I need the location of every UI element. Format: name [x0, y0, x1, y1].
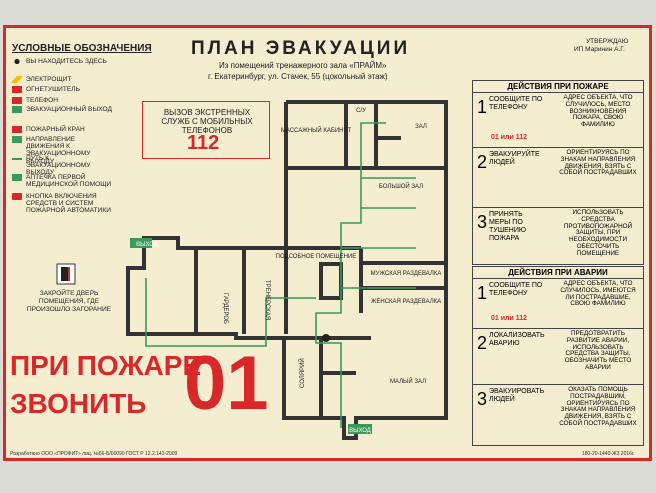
- page-title: ПЛАН ЭВАКУАЦИИ: [191, 38, 411, 59]
- legend-item-label: ВЫ НАХОДИТЕСЬ ЗДЕСЬ: [26, 58, 107, 65]
- electric-panel-icon: [12, 76, 22, 83]
- exit-label-bottom: ВЫХОД: [349, 428, 371, 434]
- step-number: 2: [477, 333, 488, 353]
- room-hall: ЗАЛ: [415, 124, 427, 130]
- legend-item: ПУТЬ К ЭВАКУАЦИОННОМУ ВЫХОДУ: [12, 155, 114, 177]
- step-description: ОРИЕНТИРУЯСЬ ПО ЗНАКАМ НАПРАВЛЕНИЯ ДВИЖЕ…: [559, 149, 637, 177]
- room-coach: ТРЕНЕРСКАЯ: [264, 280, 270, 320]
- step-number: 2: [477, 152, 488, 172]
- first-aid-icon: [12, 174, 22, 181]
- fire-button-icon: [12, 193, 22, 200]
- step-heading: СООБЩИТЕ ПО ТЕЛЕФОНУ: [489, 96, 543, 111]
- step-number: 1: [477, 283, 488, 303]
- step-heading: ЛОКАЛИЗОВАТЬ АВАРИЮ: [489, 332, 545, 347]
- door-note: ЗАКРОЙТЕ ДВЕРЬ ПОМЕЩЕНИЯ, ГДЕ ПРОИЗОШЛО …: [26, 290, 112, 313]
- step-description: АДРЕС ОБЪЕКТА, ЧТО СЛУЧИЛОСЬ, МЕСТО ВОЗН…: [563, 94, 633, 129]
- subtitle-line-1: Из помещений тренажерного зала «ПРАЙМ»: [219, 61, 387, 70]
- stair-icon: [56, 263, 76, 285]
- evacuation-plan-board: УСЛОВНЫЕ ОБОЗНАЧЕНИЯ ВЫ НАХОДИТЕСЬ ЗДЕСЬ…: [3, 25, 652, 461]
- emergency-label: ВЫЗОВ ЭКСТРЕННЫХ СЛУЖБ С МОБИЛЬНЫХ ТЕЛЕФ…: [161, 108, 253, 135]
- legend-item: ПОЖАРНЫЙ КРАН: [12, 126, 114, 133]
- step-heading: ЭВАКУИРУЙТЕ ЛЮДЕЙ: [489, 151, 540, 166]
- legend-item-label: ЭВАКУАЦИОННЫЙ ВЫХОД: [26, 106, 112, 113]
- legend-item-label: ТЕЛЕФОН: [26, 97, 59, 104]
- big-call-number: 01: [184, 341, 269, 426]
- legend-item-label: ЭЛЕКТРОЩИТ: [26, 76, 72, 83]
- legend-item: ТЕЛЕФОН: [12, 97, 114, 104]
- legend-item-label: НАПРАВЛЕНИЕ ДВИЖЕНИЯ К ЭВАКУАЦИОННОМУ ВЫ…: [26, 136, 91, 165]
- extinguisher-icon: [12, 86, 22, 93]
- you-are-here-icon: [12, 58, 22, 65]
- step-phone-numbers: 01 или 112: [491, 315, 528, 322]
- approval-name: ИП Маринин А.Г.: [574, 46, 625, 53]
- big-call-line-2: ЗВОНИТЬ: [10, 388, 147, 419]
- fire-hydrant-icon: [12, 126, 22, 133]
- legend-item: ВЫ НАХОДИТЕСЬ ЗДЕСЬ: [12, 58, 114, 65]
- floor-plan: МАССАЖНЫЙ КАБИНЕТ С/У ЗАЛ БОЛЬШОЙ ЗАЛ ПО…: [126, 100, 448, 440]
- emergency-number: 112: [187, 132, 220, 154]
- legend-item: ЭЛЕКТРОЩИТ: [12, 76, 114, 83]
- step-description: ОКАЗАТЬ ПОМОЩЬ ПОСТРАДАВШИМ, ОРИЕНТИРУЯС…: [559, 386, 637, 427]
- subtitle-line-2: г. Екатеринбург, ул. Стачек, 55 (цокольн…: [208, 72, 388, 81]
- legend-item-label: ПОЖАРНЫЙ КРАН: [26, 126, 85, 133]
- room-solarium: СОЛЯРИЙ: [298, 358, 306, 388]
- step-heading: ПРИНЯТЬ МЕРЫ ПО ТУШЕНИЮ ПОЖАРА: [489, 211, 526, 242]
- exit-icon: [12, 106, 22, 113]
- step-heading: СООБЩИТЕ ПО ТЕЛЕФОНУ: [489, 282, 543, 297]
- footer-left: Разработано ООО «ПРОФИТ» лиц. №66-Б/0009…: [10, 451, 178, 457]
- legend-item-label: КНОПКА ВКЛЮЧЕНИЯ СРЕДСТВ И СИСТЕМ ПОЖАРН…: [26, 193, 112, 215]
- approval-title: УТВЕРЖДАЮ: [586, 38, 629, 45]
- big-call-line-1: ПРИ ПОЖАРЕ: [10, 350, 202, 381]
- legend-item: КНОПКА ВКЛЮЧЕНИЯ СРЕДСТВ И СИСТЕМ ПОЖАРН…: [12, 193, 114, 215]
- legend-item-label: ОГНЕТУШИТЕЛЬ: [26, 86, 80, 93]
- legend-title: УСЛОВНЫЕ ОБОЗНАЧЕНИЯ: [12, 43, 152, 54]
- room-men: МУЖСКАЯ РАЗДЕВАЛКА: [371, 271, 442, 277]
- phone-icon: [12, 97, 22, 104]
- direction-arrow-icon: [12, 136, 22, 143]
- room-big-hall: БОЛЬШОЙ ЗАЛ: [379, 182, 423, 190]
- step-number: 1: [477, 97, 488, 117]
- step-description: ПРЕДОТВРАТИТЬ РАЗВИТИЕ АВАРИИ, ИСПОЛЬЗОВ…: [564, 330, 632, 371]
- step-description: АДРЕС ОБЪЕКТА, ЧТО СЛУЧИЛОСЬ, ИМЕЮТСЯ ЛИ…: [560, 280, 636, 308]
- legend-item: ЭВАКУАЦИОННЫЙ ВЫХОД: [12, 106, 114, 113]
- legend-item-label: АПТЕЧКА ПЕРВОЙ МЕДИЦИНСКОЙ ПОМОЩИ: [26, 174, 112, 189]
- step-description: ИСПОЛЬЗОВАТЬ СРЕДСТВА ПРОТИВОПОЖАРНОЙ ЗА…: [563, 209, 633, 257]
- step-phone-numbers: 01 или 112: [491, 134, 528, 141]
- room-utility: ПОДСОБНОЕ ПОМЕЩЕНИЕ: [276, 254, 357, 260]
- step-number: 3: [477, 389, 488, 409]
- room-women: ЖЕНСКАЯ РАЗДЕВАЛКА: [371, 299, 441, 305]
- legend-item-label: ПУТЬ К ЭВАКУАЦИОННОМУ ВЫХОДУ: [26, 155, 91, 177]
- step-number: 3: [477, 212, 488, 232]
- emergency-box: ВЫЗОВ ЭКСТРЕННЫХ СЛУЖБ С МОБИЛЬНЫХ ТЕЛЕФ…: [142, 101, 270, 159]
- evac-path-icon: [12, 155, 22, 162]
- room-small-hall: МАЛЫЙ ЗАЛ: [390, 377, 426, 385]
- exit-label-top: ВЫХОД: [136, 242, 158, 248]
- room-massage: МАССАЖНЫЙ КАБИНЕТ: [281, 126, 352, 134]
- footer-right: 180-20-1440-Ж3 2016г.: [582, 451, 635, 457]
- step-heading: ЭВАКУИРОВАТЬ ЛЮДЕЙ: [489, 388, 545, 403]
- legend-item: НАПРАВЛЕНИЕ ДВИЖЕНИЯ К ЭВАКУАЦИОННОМУ ВЫ…: [12, 136, 114, 165]
- room-wc: С/У: [356, 108, 366, 114]
- room-wardrobe: ГАРДЕРОБ: [222, 293, 228, 324]
- legend-item: АПТЕЧКА ПЕРВОЙ МЕДИЦИНСКОЙ ПОМОЩИ: [12, 174, 114, 188]
- legend-item: ОГНЕТУШИТЕЛЬ: [12, 86, 114, 93]
